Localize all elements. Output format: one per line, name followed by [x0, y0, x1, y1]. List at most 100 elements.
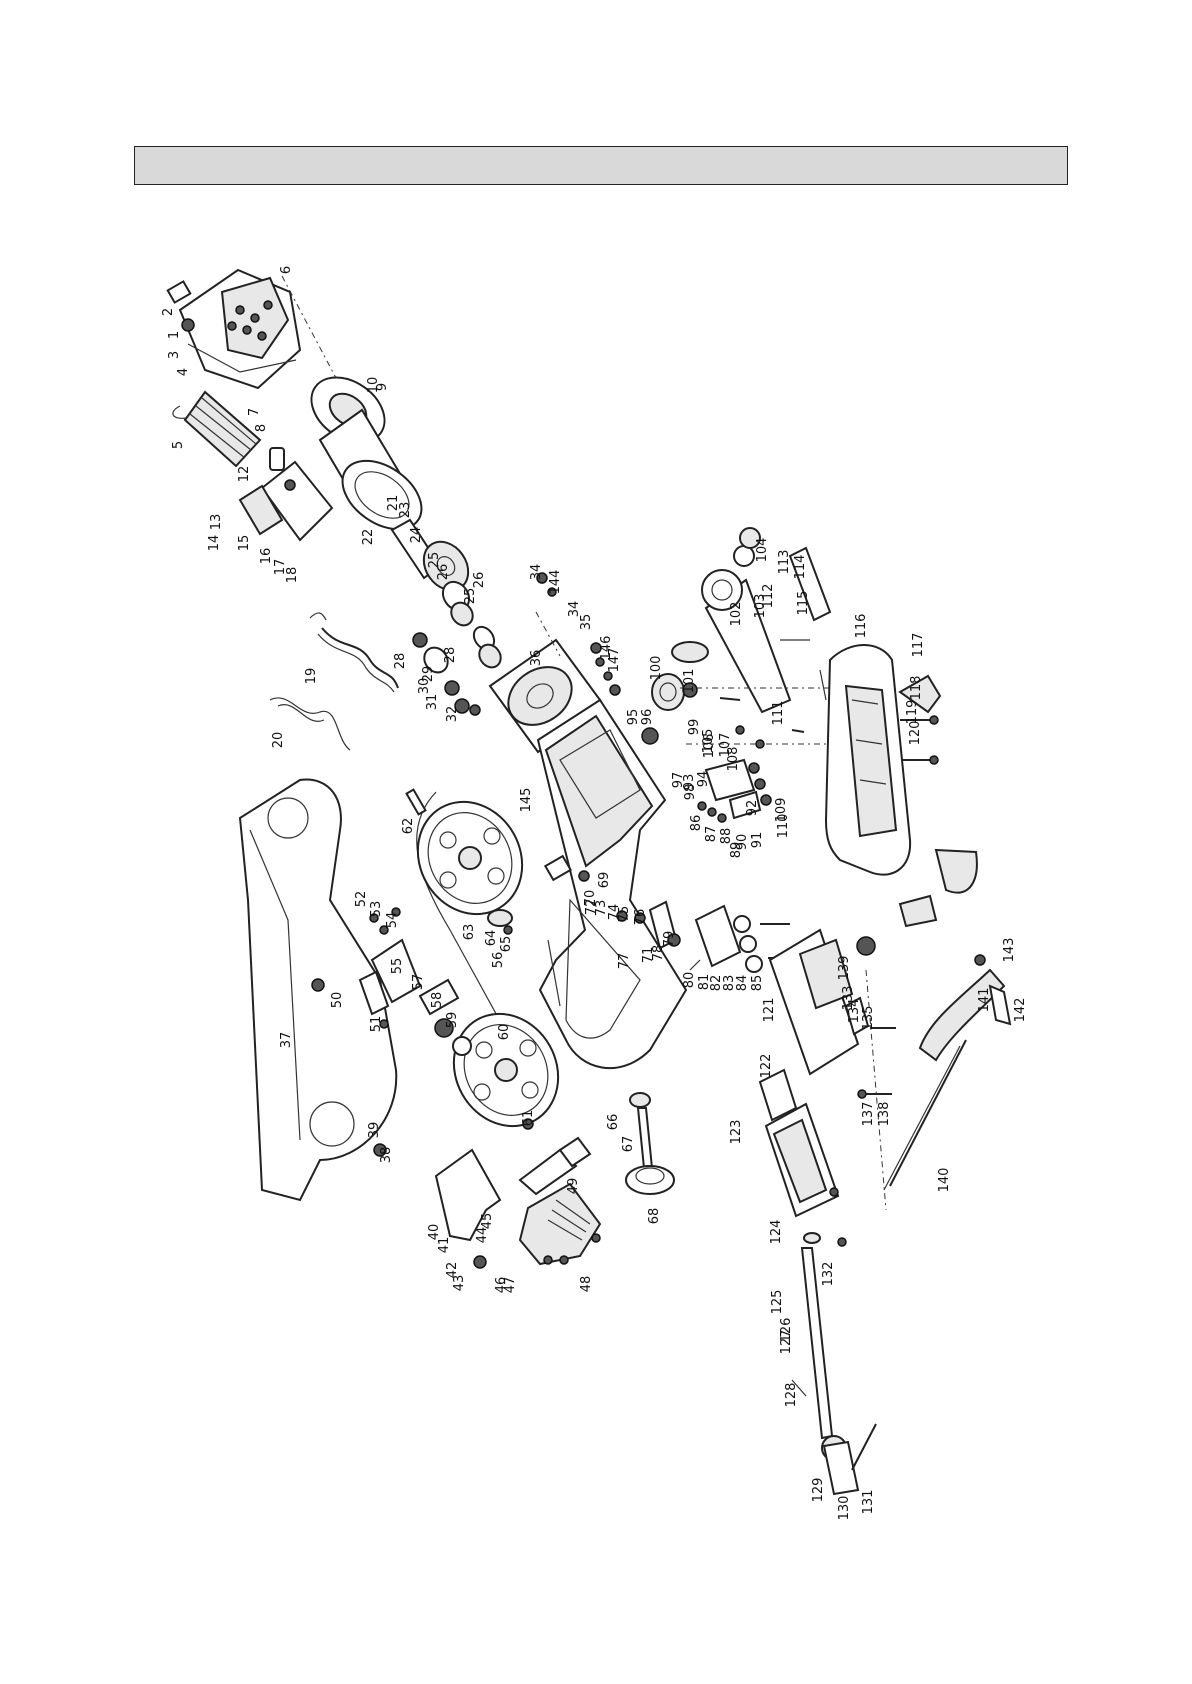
part-number-label: 113 [777, 550, 792, 575]
part-number-label: 146 [599, 636, 614, 661]
part-number-label: 147 [607, 648, 622, 673]
part-number-label: 36 [529, 650, 544, 667]
part-number-label: 44 [475, 1227, 490, 1244]
part-number-label: 31 [425, 694, 440, 711]
part-number-label: 9 [375, 383, 390, 391]
part-number-label: 55 [390, 958, 405, 975]
filter-screen [172, 390, 262, 468]
part-number-label: 16 [259, 548, 274, 565]
part-number-label: 81 [697, 974, 712, 991]
part-number-label: 42 [445, 1262, 460, 1279]
support-rod [865, 969, 967, 1211]
part-number-label: 137 [861, 1102, 876, 1127]
part-number-label: 69 [597, 872, 612, 889]
part-number-label: 127 [779, 1330, 794, 1355]
part-number-label: 5 [171, 441, 186, 449]
wheel-cover [238, 778, 398, 1202]
part-number-label: 45 [480, 1213, 495, 1230]
part-number-label: 6 [279, 266, 294, 274]
part-number-label: 52 [354, 891, 369, 908]
swivel-arm [680, 527, 866, 745]
part-number-label: 41 [437, 1237, 452, 1254]
part-number-label: 111 [771, 701, 786, 726]
part-number-label: 84 [735, 975, 750, 992]
part-number-label: 95 [626, 709, 641, 726]
part-number-label: 138 [877, 1102, 892, 1127]
part-number-label: 145 [519, 788, 534, 813]
part-number-label: 3 [167, 351, 182, 359]
saw-base [824, 644, 978, 928]
part-number-label: 118 [909, 676, 924, 701]
part-number-label: 47 [503, 1277, 518, 1294]
part-number-label: 34 [567, 601, 582, 618]
part-number-label: 22 [361, 529, 376, 546]
part-number-label: 117 [911, 633, 926, 658]
part-number-label: 59 [445, 1012, 460, 1029]
part-number-label: 28 [443, 647, 458, 664]
lower-wheel [452, 1012, 560, 1130]
part-number-label: 135 [861, 1006, 876, 1031]
power-cord [269, 612, 399, 751]
vise-assembly [758, 928, 896, 1496]
part-number-label: 53 [369, 901, 384, 918]
part-number-label: 126 [779, 1318, 794, 1343]
part-number-label: 21 [386, 495, 401, 512]
blade-guide-assembly [616, 900, 792, 973]
part-number-label: 26 [472, 572, 487, 589]
part-number-label: 144 [548, 570, 563, 595]
part-number-label: 60 [497, 1024, 512, 1041]
part-number-label: 72 [584, 899, 599, 916]
part-number-label: 49 [566, 1178, 581, 1195]
part-number-label: 62 [401, 818, 416, 835]
part-number-label: 115 [796, 591, 811, 616]
part-number-label: 94 [696, 771, 711, 788]
part-number-label: 17 [273, 559, 288, 576]
motor [310, 376, 423, 531]
part-number-label: 76 [633, 909, 648, 926]
part-number-label: 75 [617, 906, 632, 923]
part-number-label: 98 [683, 784, 698, 801]
part-number-label: 103 [753, 594, 768, 619]
part-number-label: 132 [821, 1262, 836, 1287]
part-number-label: 14 [207, 535, 222, 552]
part-number-label: 86 [689, 815, 704, 832]
part-number-label: 77 [617, 953, 632, 970]
part-number-label: 24 [409, 527, 424, 544]
part-number-label: 1 [167, 331, 182, 339]
part-number-label: 12 [237, 466, 252, 483]
part-number-label: 48 [579, 1276, 594, 1293]
section-title-bar [134, 146, 1068, 185]
part-number-label: 108 [726, 747, 741, 772]
part-number-label: 30 [417, 678, 432, 695]
part-number-label: 114 [793, 555, 808, 580]
head-pivot-assembly [641, 641, 772, 823]
part-number-label: 131 [861, 1490, 876, 1515]
part-number-label: 63 [462, 924, 477, 941]
support-handle [918, 954, 1012, 1062]
part-number-label: 134 [847, 999, 862, 1024]
part-number-label: 19 [304, 668, 319, 685]
part-number-label: 4 [176, 368, 191, 376]
part-number-label: 85 [750, 975, 765, 992]
part-number-label: 87 [704, 826, 719, 843]
part-number-label: 92 [745, 800, 760, 817]
part-number-label: 124 [769, 1220, 784, 1245]
part-number-label: 100 [649, 656, 664, 681]
part-number-label: 8 [254, 424, 269, 432]
part-number-label: 99 [687, 719, 702, 736]
part-number-label: 13 [209, 514, 224, 531]
part-number-label: 80 [682, 972, 697, 989]
part-number-label: 139 [837, 956, 852, 981]
part-number-label: 18 [285, 567, 300, 584]
part-number-label: 82 [709, 975, 724, 992]
part-number-label: 102 [729, 602, 744, 627]
part-number-label: 28 [393, 653, 408, 670]
part-number-label: 116 [854, 614, 869, 639]
front-handle [434, 1136, 602, 1269]
part-number-label: 125 [770, 1290, 785, 1315]
part-number-label: 64 [484, 930, 499, 947]
part-number-label: 50 [330, 992, 345, 1009]
part-number-label: 73 [594, 900, 609, 917]
part-number-label: 37 [279, 1032, 294, 1049]
part-number-label: 35 [579, 614, 594, 631]
